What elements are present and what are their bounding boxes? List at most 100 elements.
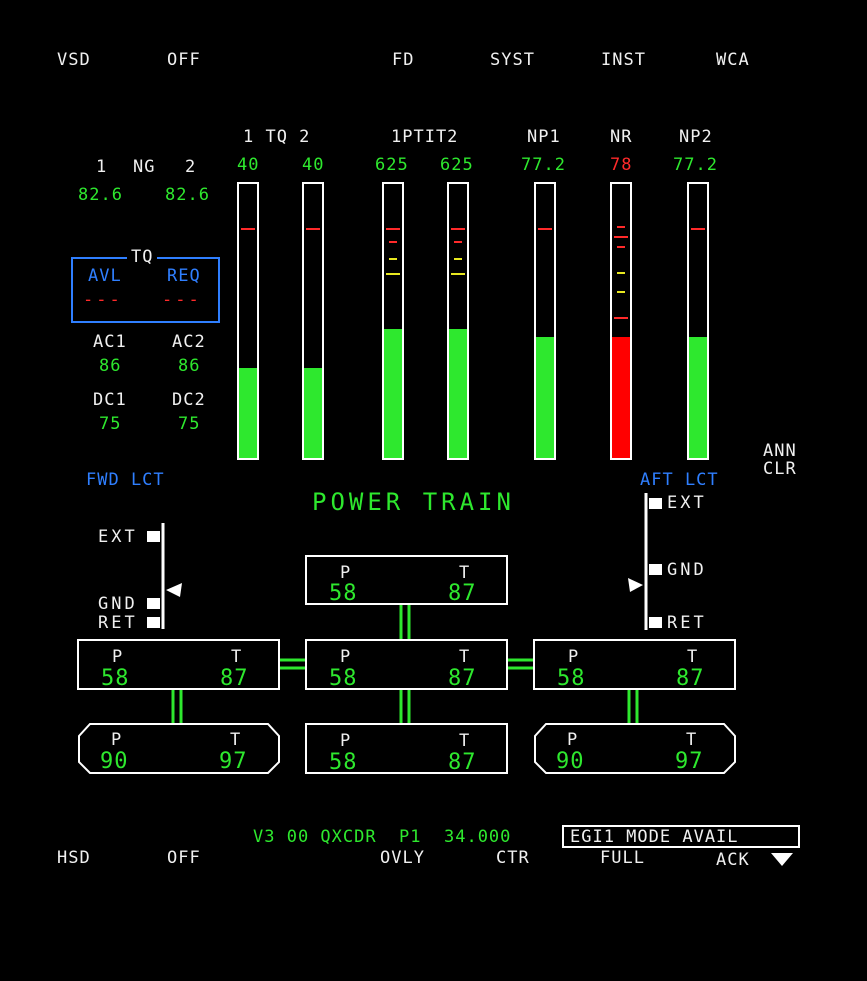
bot-left-box-outline xyxy=(78,723,280,774)
np2-gauge-header: NP2 xyxy=(679,127,713,147)
ack-button[interactable]: ACK xyxy=(716,850,793,870)
dc1-value: 75 xyxy=(99,414,122,434)
t-value: 87 xyxy=(448,666,477,691)
mid-center-box: P T 58 87 xyxy=(305,639,508,690)
status-line: V3 00 QXCDR P1 34.000 xyxy=(253,827,512,847)
ptit2-limit-mark xyxy=(454,241,462,243)
t-label: T xyxy=(687,647,699,667)
ptit2-gauge xyxy=(447,182,469,460)
p-label: P xyxy=(112,647,124,667)
mid-left-box: P T 58 87 xyxy=(77,639,280,690)
top-center-box: P T 58 87 xyxy=(305,555,508,605)
np1-gauge-header: NP1 xyxy=(527,127,561,147)
nr-value: 78 xyxy=(610,155,633,175)
ptit2-value: 625 xyxy=(440,155,474,175)
ptit1-limit-mark xyxy=(386,228,400,230)
p-label: P xyxy=(111,730,123,750)
ng-header-1: 1 xyxy=(96,157,108,177)
ptit2-caution-mark xyxy=(451,273,465,275)
p-value: 58 xyxy=(557,666,586,691)
ann-clr-line1: ANN xyxy=(763,441,797,461)
ack-label: ACK xyxy=(716,850,750,870)
nr-gauge-fill xyxy=(612,337,630,458)
fwd-lct-pointer-icon xyxy=(166,583,182,597)
ng-header-2: 2 xyxy=(185,157,197,177)
tq2-gauge xyxy=(302,182,324,460)
fd-button[interactable]: FD xyxy=(392,50,415,70)
tq-avl-value: --- xyxy=(83,290,123,310)
np1-gauge xyxy=(534,182,556,460)
ac2-value: 86 xyxy=(178,356,201,376)
bot-right-box: P T 90 97 xyxy=(534,724,736,774)
bot-left-box: P T 90 97 xyxy=(78,724,280,774)
ptit2-limit-mark xyxy=(451,228,465,230)
egi-message-box: EGI1 MODE AVAIL xyxy=(562,825,800,848)
ptit1-caution-mark xyxy=(386,273,400,275)
full-button[interactable]: FULL xyxy=(600,848,645,868)
t-value: 97 xyxy=(675,749,704,774)
p-label: P xyxy=(568,647,580,667)
fwd-lct-label: FWD LCT xyxy=(86,470,165,490)
egi-message: EGI1 MODE AVAIL xyxy=(570,827,739,847)
t-label: T xyxy=(231,647,243,667)
ack-down-arrow-icon xyxy=(771,853,793,866)
ctr-button[interactable]: CTR xyxy=(496,848,530,868)
hsd-button[interactable]: HSD xyxy=(57,848,91,868)
mid-right-box: P T 58 87 xyxy=(533,639,736,690)
top-off-button[interactable]: OFF xyxy=(167,50,201,70)
tq1-gauge xyxy=(237,182,259,460)
t-label: T xyxy=(459,731,471,751)
ptit-gauge-header: 1PTIT2 xyxy=(391,127,459,147)
fwd-lct-ret: RET xyxy=(98,613,138,633)
nr-limit-mark xyxy=(614,317,628,319)
t-value: 97 xyxy=(219,749,248,774)
tq1-limit-mark xyxy=(241,228,255,230)
ng2-value: 82.6 xyxy=(165,185,210,205)
nr-caution-mark xyxy=(617,272,625,274)
dc1-label: DC1 xyxy=(93,390,127,410)
np1-gauge-fill xyxy=(536,337,554,458)
inst-button[interactable]: INST xyxy=(601,50,646,70)
wca-button[interactable]: WCA xyxy=(716,50,750,70)
bottom-off-button[interactable]: OFF xyxy=(167,848,201,868)
p-label: P xyxy=(340,563,352,583)
ptit1-gauge-fill xyxy=(384,329,402,458)
tq-req-label: REQ xyxy=(167,266,201,286)
p-label: P xyxy=(340,731,352,751)
np2-value: 77.2 xyxy=(673,155,718,175)
t-label: T xyxy=(686,730,698,750)
syst-button[interactable]: SYST xyxy=(490,50,535,70)
aft-lct-ret: RET xyxy=(667,613,707,633)
t-value: 87 xyxy=(220,666,249,691)
tq1-value: 40 xyxy=(237,155,260,175)
ac1-value: 86 xyxy=(99,356,122,376)
np2-gauge xyxy=(687,182,709,460)
ac2-label: AC2 xyxy=(172,332,206,352)
bot-center-box: P T 58 87 xyxy=(305,723,508,774)
p-label: P xyxy=(567,730,579,750)
np1-value: 77.2 xyxy=(521,155,566,175)
fwd-lct-ext: EXT xyxy=(98,527,138,547)
t-label: T xyxy=(459,563,471,583)
vsd-button[interactable]: VSD xyxy=(57,50,91,70)
tq2-limit-mark xyxy=(306,228,320,230)
np1-limit-mark xyxy=(538,228,552,230)
ann-clr-button[interactable]: ANN CLR xyxy=(763,443,797,478)
dc2-label: DC2 xyxy=(172,390,206,410)
ptit1-value: 625 xyxy=(375,155,409,175)
p-value: 58 xyxy=(101,666,130,691)
aft-lct-gnd: GND xyxy=(667,560,707,580)
nr-limit-mark xyxy=(614,236,628,238)
aft-lct-pointer-icon xyxy=(628,578,643,592)
ptit1-gauge xyxy=(382,182,404,460)
ann-clr-line2: CLR xyxy=(763,459,797,479)
ptit1-limit-mark xyxy=(389,241,397,243)
tq-avl-label: AVL xyxy=(88,266,122,286)
p-value: 90 xyxy=(556,749,585,774)
bot-right-box-outline xyxy=(534,723,736,774)
tq-box-title: TQ xyxy=(127,249,158,266)
tq-req-value: --- xyxy=(162,290,202,310)
ovly-button[interactable]: OVLY xyxy=(380,848,425,868)
